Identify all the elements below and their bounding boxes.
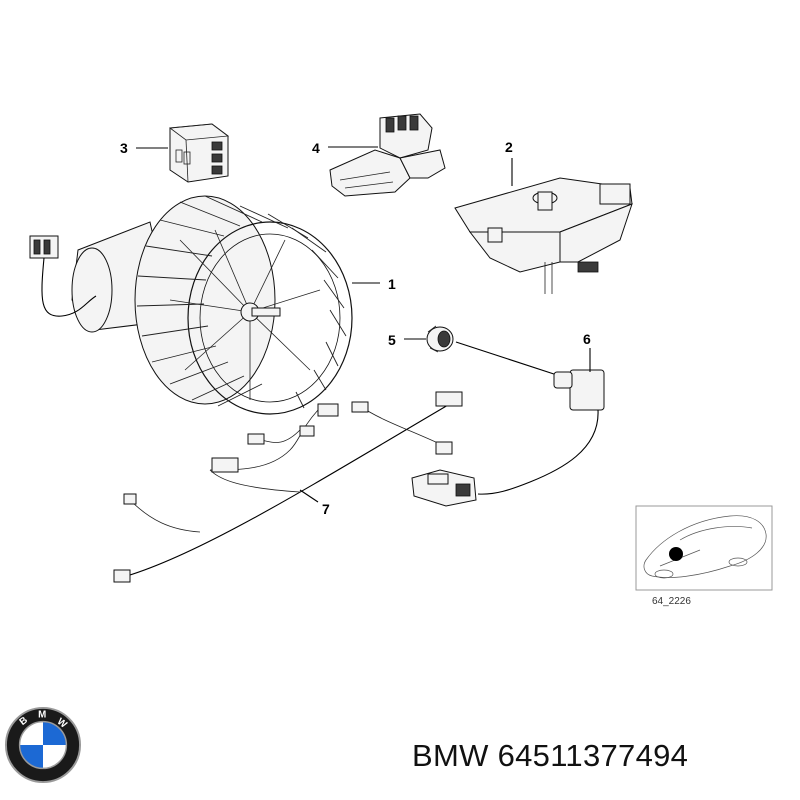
callout-7: 7: [322, 501, 330, 517]
leader-line-7: [299, 489, 319, 503]
temperature-sensor-part: [411, 341, 605, 507]
relay-part: [168, 123, 230, 183]
bmw-logo-icon: B M W: [4, 706, 82, 784]
location-inset: [635, 505, 773, 591]
reference-code: 64_2226: [652, 596, 691, 607]
mounting-bracket-part: [454, 177, 633, 294]
callout-4: 4: [312, 140, 320, 156]
callout-2: 2: [505, 139, 513, 155]
callout-6: 6: [583, 331, 591, 347]
grommet-part: [426, 325, 454, 353]
location-marker-icon: [669, 547, 683, 561]
wiring-harness-part: [113, 391, 463, 583]
svg-text:M: M: [38, 710, 46, 721]
part-number-caption: BMW 64511377494: [412, 738, 689, 773]
callout-5: 5: [388, 332, 396, 348]
callout-3: 3: [120, 140, 128, 156]
callout-1: 1: [388, 276, 396, 292]
resistor-module-part: [329, 113, 446, 197]
blower-fan-part: [29, 195, 353, 415]
